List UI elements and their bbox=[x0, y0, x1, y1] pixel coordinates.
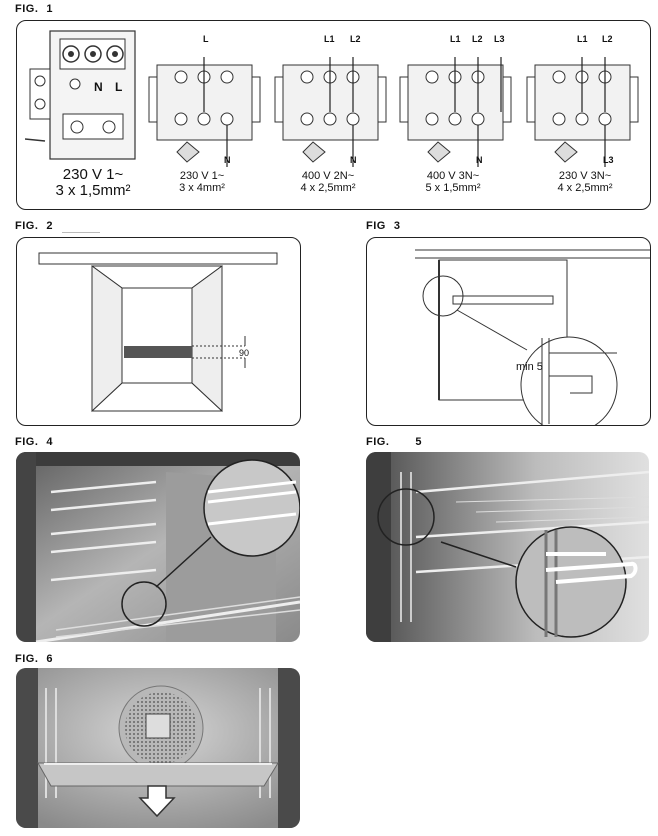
fig1-d4-caption: 400 V 3N~ 5 x 1,5mm² bbox=[408, 170, 498, 194]
fig5-photo bbox=[366, 452, 649, 642]
fig1-d2-terminal-n: N bbox=[224, 155, 231, 165]
fig1-d2-terminal-l: L bbox=[203, 34, 209, 44]
fig3-number: 3 bbox=[393, 220, 401, 232]
fig1-d1-wiring: 3 x 1,5mm² bbox=[55, 181, 131, 199]
fig5-number: 5 bbox=[415, 436, 423, 448]
fig1-d5-terminal-l3: L3 bbox=[603, 155, 614, 165]
terminal-block-diagram-1 bbox=[25, 30, 136, 160]
fig6-label: FIG. bbox=[15, 653, 39, 665]
oven-clearance-diagram bbox=[415, 249, 650, 425]
terminal-block-diagram-2 bbox=[148, 57, 261, 167]
fig1-d1-terminal-n: N bbox=[94, 80, 103, 94]
terminal-block-diagram-3 bbox=[274, 57, 387, 167]
fig3-panel: min 5 bbox=[366, 237, 651, 426]
fig1-d5-caption: 230 V 3N~ 4 x 2,5mm² bbox=[535, 170, 635, 194]
fig6-title: FIG. 6 bbox=[15, 653, 53, 665]
fig5-title: FIG. 5 bbox=[366, 436, 422, 448]
fig2-number: 2 bbox=[46, 220, 54, 232]
fig1-label: FIG. bbox=[15, 3, 39, 15]
fig1-title: FIG. 1 bbox=[15, 3, 53, 15]
fig1-d1-caption: 230 V 1~ 3 x 1,5mm² bbox=[43, 167, 143, 199]
fig4-photo bbox=[16, 452, 300, 642]
terminal-block-diagram-4 bbox=[399, 57, 512, 167]
fig1-number: 1 bbox=[46, 3, 54, 15]
fig4-label: FIG. bbox=[15, 436, 39, 448]
fig1-d3-voltage: 400 V 2N~ bbox=[301, 170, 355, 182]
fig1-d3-wiring: 4 x 2,5mm² bbox=[300, 181, 356, 194]
fig1-d3-terminal-l1: L1 bbox=[324, 34, 335, 44]
fig1-d5-voltage: 230 V 3N~ bbox=[558, 170, 612, 182]
fig1-d1-terminal-l: L bbox=[115, 80, 123, 94]
fig1-d3-terminal-n: N bbox=[350, 155, 357, 165]
fig3-label: FIG bbox=[366, 220, 386, 232]
fig1-d3-caption: 400 V 2N~ 4 x 2,5mm² bbox=[283, 170, 373, 194]
fig1-d5-wiring: 4 x 2,5mm² bbox=[557, 181, 613, 194]
fig3-title: FIG 3 bbox=[366, 220, 400, 232]
fig2-label: FIG. bbox=[15, 220, 39, 232]
fig1-d3-terminal-l2: L2 bbox=[350, 34, 361, 44]
fig2-dimension: 90 bbox=[239, 348, 250, 358]
fig4-number: 4 bbox=[46, 436, 54, 448]
fig1-d5-terminal-l2: L2 bbox=[602, 34, 613, 44]
fig1-d1-voltage: 230 V 1~ bbox=[62, 166, 124, 183]
terminal-block-diagram-5 bbox=[526, 57, 639, 167]
fig1-d4-terminal-l1: L1 bbox=[450, 34, 461, 44]
fig5-label: FIG. bbox=[366, 436, 390, 448]
fig1-d2-voltage: 230 V 1~ bbox=[179, 170, 225, 182]
fig1-d4-terminal-l3: L3 bbox=[494, 34, 505, 44]
fig1-panel: N L 230 V 1~ 3 x 1,5mm² L N 230 V 1~ 3 x… bbox=[16, 20, 651, 210]
oven-rack-side-photo bbox=[16, 452, 300, 642]
fig2-title: FIG. 2 bbox=[15, 220, 53, 232]
fig2-label-underline bbox=[62, 232, 100, 233]
fig1-d4-wiring: 5 x 1,5mm² bbox=[425, 181, 481, 194]
fig1-d5-terminal-l1: L1 bbox=[577, 34, 588, 44]
fig1-d4-voltage: 400 V 3N~ bbox=[426, 170, 480, 182]
cabinet-cutout-diagram bbox=[38, 252, 278, 413]
oven-tray-photo bbox=[16, 668, 300, 828]
fig2-panel: 90 bbox=[16, 237, 301, 426]
fig1-d2-wiring: 3 x 4mm² bbox=[179, 181, 225, 194]
fig6-photo bbox=[16, 668, 300, 828]
fig1-d2-caption: 230 V 1~ 3 x 4mm² bbox=[157, 170, 247, 194]
fig1-d4-terminal-n: N bbox=[476, 155, 483, 165]
fig1-d4-terminal-l2: L2 bbox=[472, 34, 483, 44]
fig4-title: FIG. 4 bbox=[15, 436, 53, 448]
fig3-dimension: min 5 bbox=[516, 361, 543, 373]
fig6-number: 6 bbox=[46, 653, 54, 665]
oven-rack-detail-photo bbox=[366, 452, 649, 642]
